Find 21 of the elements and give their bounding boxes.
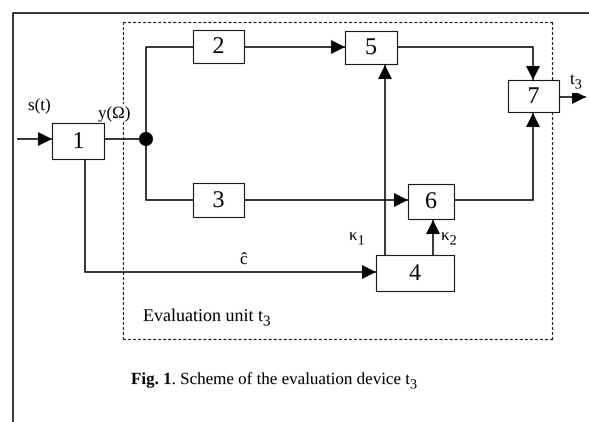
arrow — [378, 65, 392, 255]
arrow — [17, 132, 52, 146]
block-box: 7 — [508, 80, 560, 112]
arrow — [245, 40, 345, 54]
block-box: 3 — [192, 182, 244, 218]
edge-label: y(Ω) — [98, 104, 130, 122]
block-box: 6 — [408, 184, 454, 220]
block-box: 4 — [376, 254, 454, 292]
arrow — [245, 193, 408, 207]
arrow — [398, 46, 540, 80]
junction-dot — [138, 132, 152, 146]
connector-line — [105, 138, 139, 140]
connector-line — [145, 46, 193, 132]
block-box: 2 — [192, 30, 244, 64]
block-box: 1 — [52, 123, 105, 160]
arrow — [455, 113, 540, 201]
arrow — [84, 160, 376, 279]
block-box: 5 — [344, 30, 398, 64]
connector-line — [145, 146, 193, 201]
edge-label: s(t) — [28, 96, 51, 114]
arrow — [426, 220, 440, 255]
